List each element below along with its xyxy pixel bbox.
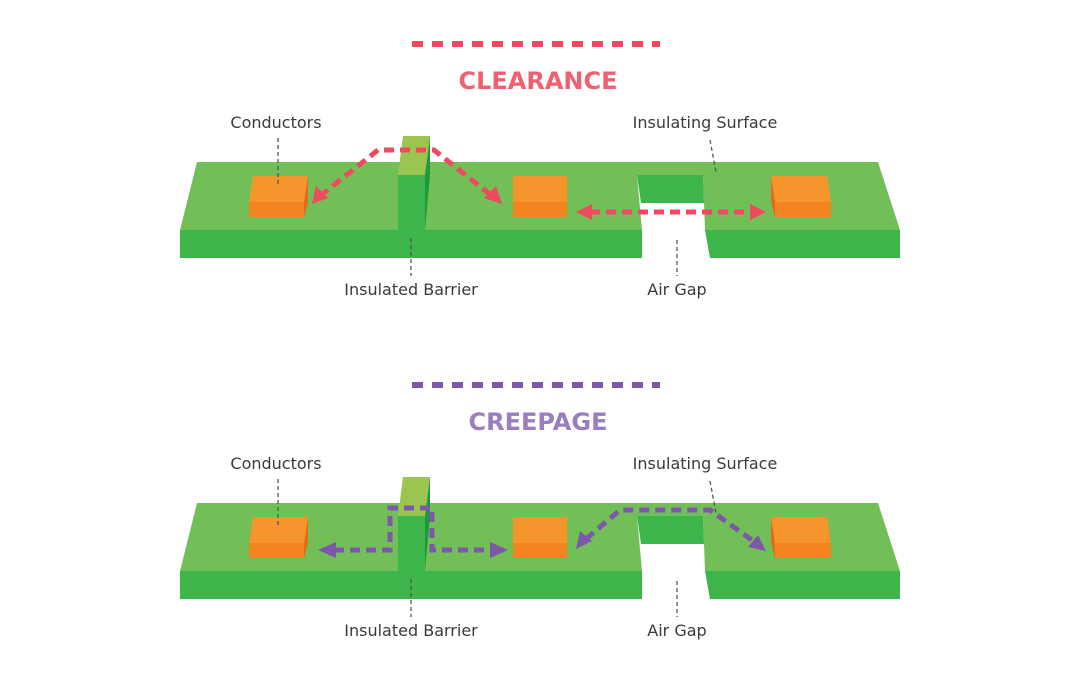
label-insulated-barrier: Insulated Barrier: [344, 621, 478, 640]
creepage-path-arrows: [334, 505, 758, 553]
label-air-gap: Air Gap: [647, 280, 706, 299]
leader-line: [709, 139, 717, 173]
clearance-path-arrows: [318, 147, 752, 215]
pcb-board: [180, 136, 900, 258]
label-insulating-surface: Insulating Surface: [633, 113, 778, 132]
arrowheads: [318, 531, 766, 558]
creepage-panel: CREEPAGE Conductors Insulating Surface I…: [180, 382, 900, 640]
clearance-title: CLEARANCE: [458, 67, 617, 95]
label-air-gap: Air Gap: [647, 621, 706, 640]
label-conductors: Conductors: [230, 113, 321, 132]
pcb-board: [180, 477, 900, 599]
creepage-title: CREEPAGE: [469, 408, 608, 436]
label-insulated-barrier: Insulated Barrier: [344, 280, 478, 299]
label-insulating-surface: Insulating Surface: [633, 454, 778, 473]
leader-line: [709, 480, 717, 514]
clearance-panel: CLEARANCE Conductors Insulating Surface …: [180, 41, 900, 299]
label-conductors: Conductors: [230, 454, 321, 473]
arrowheads: [312, 186, 766, 220]
